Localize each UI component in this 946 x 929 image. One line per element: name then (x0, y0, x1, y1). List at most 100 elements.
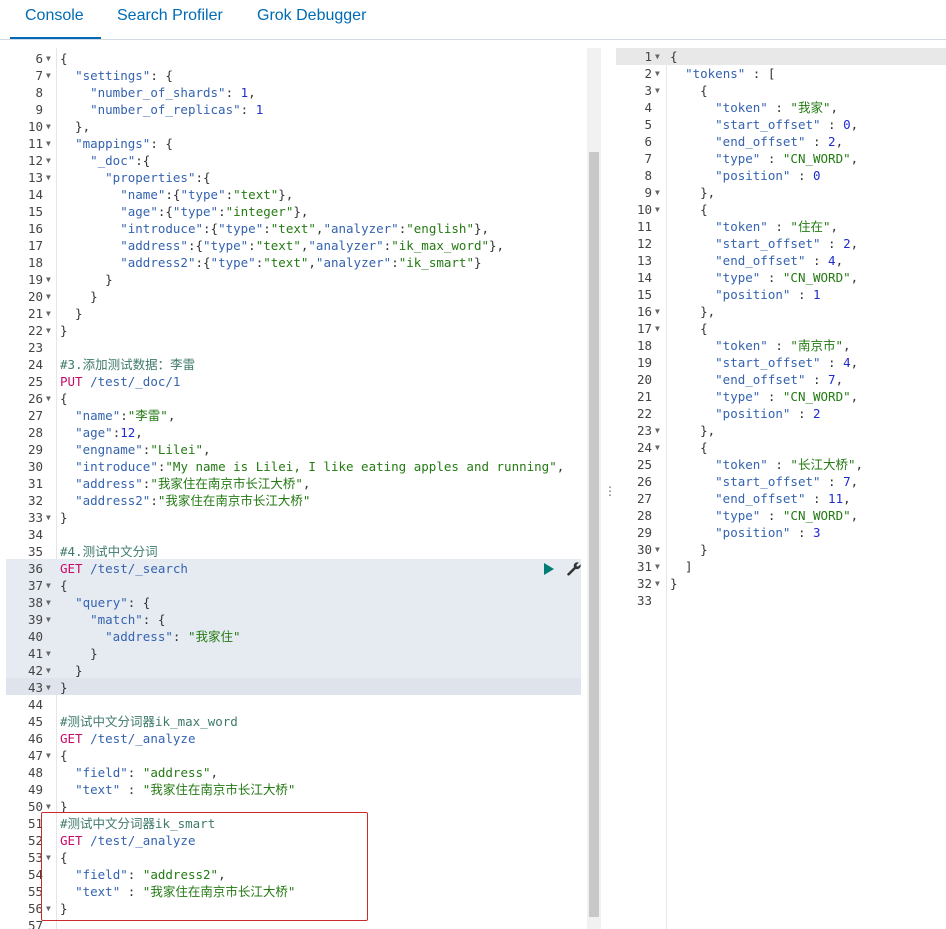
code-token: }, (293, 204, 309, 219)
caret-down-icon[interactable]: ▼ (655, 545, 660, 554)
caret-down-icon[interactable]: ▼ (46, 394, 51, 403)
caret-down-icon[interactable]: ▼ (655, 579, 660, 588)
pane-resize-handle[interactable]: ⋮ (604, 484, 616, 498)
caret-down-icon[interactable]: ▼ (46, 326, 51, 335)
caret-down-icon[interactable]: ▼ (46, 173, 51, 182)
line-number: 22 (636, 406, 652, 421)
code-token (670, 457, 715, 472)
caret-down-icon[interactable]: ▼ (46, 275, 51, 284)
caret-down-icon[interactable]: ▼ (46, 54, 51, 63)
code-token: "properties" (105, 170, 196, 185)
caret-down-icon[interactable]: ▼ (46, 292, 51, 301)
line-number: 30 (27, 459, 43, 474)
tab-console[interactable]: Console (10, 0, 101, 39)
code-text: } (60, 662, 83, 679)
code-token: "Lilei" (150, 442, 204, 457)
code-token (83, 731, 91, 746)
tab-grok-debugger[interactable]: Grok Debugger (257, 7, 367, 24)
caret-down-icon[interactable]: ▼ (46, 683, 51, 692)
caret-down-icon[interactable]: ▼ (655, 86, 660, 95)
response-viewer[interactable]: 1▼{2▼ "tokens" : [3▼ {4 "token" : "我家",5… (616, 48, 946, 929)
code-token (670, 406, 715, 421)
editor-scrollbar-thumb[interactable] (589, 152, 599, 917)
caret-down-icon[interactable]: ▼ (655, 443, 660, 452)
code-token: "english" (406, 221, 474, 236)
code-token: "end_offset" (715, 491, 806, 506)
tab-search-profiler[interactable]: Search Profiler (117, 7, 223, 24)
code-token: : (218, 204, 226, 219)
caret-down-icon[interactable]: ▼ (655, 52, 660, 61)
code-text: "match": { (60, 611, 165, 628)
line-number: 16 (27, 221, 43, 236)
vertical-dots-handle-icon: ⋮ (604, 484, 616, 498)
code-text: "address":"我家住在南京市长江大桥", (60, 475, 310, 492)
caret-down-icon[interactable]: ▼ (46, 649, 51, 658)
code-text: GET /test/_analyze (60, 730, 195, 747)
code-token: , (850, 151, 859, 166)
caret-down-icon[interactable]: ▼ (46, 853, 51, 862)
caret-down-icon[interactable]: ▼ (655, 324, 660, 333)
request-editor[interactable]: 6▼{7▼ "settings": {8 "number_of_shards":… (0, 48, 601, 929)
caret-down-icon[interactable]: ▼ (46, 156, 51, 165)
code-token: }, (670, 304, 716, 319)
caret-down-icon[interactable]: ▼ (655, 307, 660, 316)
line-number: 20 (27, 289, 43, 304)
code-token: }, (473, 221, 490, 236)
code-text: { (60, 849, 68, 866)
caret-down-icon[interactable]: ▼ (46, 71, 51, 80)
caret-down-icon[interactable]: ▼ (46, 309, 51, 318)
code-token (60, 68, 75, 83)
caret-down-icon[interactable]: ▼ (655, 205, 660, 214)
caret-down-icon[interactable]: ▼ (46, 904, 51, 913)
wrench-icon[interactable] (566, 561, 582, 577)
line-number: 27 (636, 491, 652, 506)
code-token: "end_offset" (715, 372, 806, 387)
code-text: "text" : "我家住在南京市长江大桥" (60, 883, 295, 900)
line-number: 14 (27, 187, 43, 202)
code-text: "properties":{ (60, 169, 210, 186)
caret-down-icon[interactable]: ▼ (46, 598, 51, 607)
caret-down-icon[interactable]: ▼ (46, 139, 51, 148)
code-token: : (112, 425, 121, 440)
caret-down-icon[interactable]: ▼ (46, 666, 51, 675)
caret-down-icon[interactable]: ▼ (46, 751, 51, 760)
code-text: "start_offset" : 4, (670, 354, 858, 371)
code-text: }, (670, 184, 715, 201)
caret-down-icon[interactable]: ▼ (46, 581, 51, 590)
code-token: "type" (203, 238, 249, 253)
line-number: 33 (636, 593, 652, 608)
caret-down-icon[interactable]: ▼ (655, 188, 660, 197)
code-token: "settings" (75, 68, 151, 83)
code-token: #3.添加测试数据：李雷 (60, 357, 196, 372)
code-token: "field" (75, 765, 128, 780)
code-token: 2 (828, 134, 836, 149)
code-token: 11 (828, 491, 844, 506)
caret-down-icon[interactable]: ▼ (655, 69, 660, 78)
code-text: { (670, 201, 708, 218)
code-token: : (157, 459, 166, 474)
code-text: GET /test/_analyze (60, 832, 195, 849)
play-triangle-icon[interactable] (544, 563, 554, 575)
code-text: "start_offset" : 0, (670, 116, 858, 133)
code-token: , (203, 442, 211, 457)
code-token: "type" (715, 508, 761, 523)
code-token: : (767, 338, 791, 353)
caret-down-icon[interactable]: ▼ (46, 802, 51, 811)
line-number: 51 (27, 816, 43, 831)
caret-down-icon[interactable]: ▼ (46, 615, 51, 624)
code-token: "start_offset" (715, 355, 821, 370)
code-token: "长江大桥" (790, 457, 856, 472)
code-token: { (670, 49, 678, 64)
caret-down-icon[interactable]: ▼ (655, 562, 660, 571)
code-token: "analyzer" (323, 221, 399, 236)
code-token: "type" (715, 151, 761, 166)
code-token: PUT (60, 374, 83, 389)
code-token: "engname" (75, 442, 143, 457)
code-text: } (60, 509, 68, 526)
code-token: , (850, 508, 859, 523)
caret-down-icon[interactable]: ▼ (46, 122, 51, 131)
code-token: GET (60, 731, 83, 746)
caret-down-icon[interactable]: ▼ (655, 426, 660, 435)
code-text: }, (60, 118, 90, 135)
caret-down-icon[interactable]: ▼ (46, 513, 51, 522)
